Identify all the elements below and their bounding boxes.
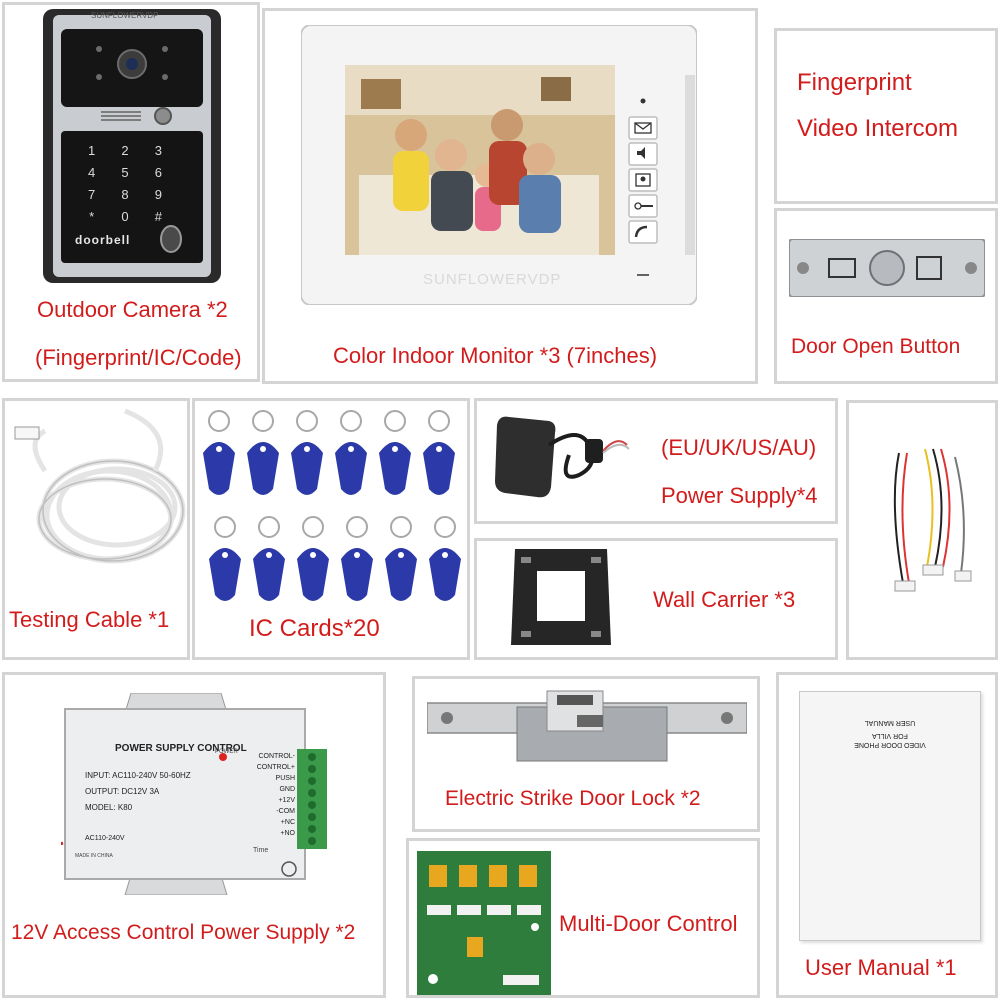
- keypad-key: #: [154, 209, 162, 224]
- terminal-label: +12V: [278, 797, 295, 804]
- keypad-key: 8: [121, 187, 129, 202]
- multi-door-label: Multi-Door Control: [559, 911, 738, 936]
- keypad-key: 6: [154, 165, 162, 180]
- keypad-key: 9: [154, 187, 162, 202]
- ic-cards-panel: IC Cards*20: [192, 398, 470, 660]
- terminal-label: -COM: [276, 808, 295, 815]
- manual-cover-line3: USER MANUAL: [864, 719, 916, 726]
- door-open-button-image: [789, 239, 985, 297]
- power-adapter-panel: (EU/UK/US/AU) Power Supply*4: [474, 398, 838, 524]
- ic-card-fob: [341, 516, 373, 601]
- outdoor-camera-image: [43, 9, 221, 283]
- ic-card-fob: [209, 516, 241, 601]
- keypad-key: 1: [88, 143, 96, 158]
- title-line1: Fingerprint: [797, 69, 912, 96]
- keypad-key: 4: [88, 165, 96, 180]
- indoor-monitor-label: Color Indoor Monitor *3 (7inches): [333, 343, 658, 368]
- ic-card-fob: [429, 516, 461, 601]
- user-manual-image: VIDEO DOOR PHONE FOR VILLA USER MANUAL: [799, 691, 981, 941]
- control-panel-title: POWER SUPPLY CONTROL: [115, 743, 247, 754]
- ic-card-fob: [253, 516, 285, 601]
- brand-label-top: SUNFLOWERVDP: [91, 11, 159, 20]
- outdoor-camera-label: Outdoor Camera *2: [37, 297, 228, 322]
- door-open-button-label: Door Open Button: [791, 335, 961, 358]
- indoor-monitor-image: [301, 25, 697, 305]
- ic-card-fob: [385, 516, 417, 601]
- keypad-logo: doorbell: [75, 233, 131, 247]
- outdoor-camera-panel: doorbell 1 2 3 4 5 6 7 8 9 * 0 # SUNFLOWERVDP Outdo…: [2, 2, 260, 382]
- ic-cards-image: [201, 405, 465, 605]
- ic-card-fob: [335, 410, 367, 495]
- wall-carrier-image: [507, 543, 615, 655]
- control-time-label: Time: [253, 847, 269, 854]
- keypad-key: 2: [121, 143, 129, 158]
- wall-carrier-label: Wall Carrier *3: [653, 587, 796, 612]
- monitor-brand: SUNFLOWERVDP: [423, 271, 562, 288]
- testing-cable-label: Testing Cable *1: [9, 607, 170, 632]
- control-output-spec: OUTPUT: DC12V 3A: [85, 787, 160, 796]
- wires-image: [879, 443, 979, 603]
- power-control-label: 12V Access Control Power Supply *2: [11, 921, 356, 944]
- control-model: MODEL: K80: [85, 803, 133, 812]
- strike-lock-image: [427, 685, 747, 765]
- keypad-key: 7: [88, 187, 96, 202]
- testing-cable-image: [5, 401, 187, 591]
- control-made-in: MADE IN CHINA: [75, 853, 113, 859]
- terminal-label: +NC: [280, 819, 295, 826]
- power-adapter-image: [489, 405, 639, 505]
- ic-card-fob: [423, 410, 455, 495]
- strike-lock-label: Electric Strike Door Lock *2: [445, 787, 701, 810]
- keypad-key: 3: [154, 143, 162, 158]
- keypad-key: 5: [121, 165, 129, 180]
- multi-door-board-image: [417, 851, 551, 995]
- terminal-label: PUSH: [275, 775, 295, 782]
- keypad-grid: 1 2 3 4 5 6 7 8 9 * 0 #: [75, 143, 175, 225]
- door-open-button-panel: Door Open Button: [774, 208, 998, 384]
- terminal-label: +NO: [280, 830, 295, 837]
- wall-carrier-panel: Wall Carrier *3: [474, 538, 838, 660]
- terminal-label: CONTROL+: [256, 764, 295, 771]
- power-control-panel: POWER SUPPLY CONTROL POWER INPUT: AC110-…: [2, 672, 386, 998]
- title-line2: Video Intercom: [797, 115, 958, 142]
- manual-cover-line2: FOR VILLA: [872, 732, 908, 739]
- power-adapter-label: Power Supply*4: [661, 483, 818, 508]
- control-power-led-label: POWER: [215, 749, 238, 755]
- ic-card-fob: [247, 410, 279, 495]
- terminal-label: GND: [279, 786, 295, 793]
- control-ac-label: AC110-240V: [85, 835, 125, 842]
- ic-cards-label: IC Cards*20: [249, 615, 380, 642]
- control-terminal-labels: CONTROL- CONTROL+ PUSH GND +12V -COM +NC +NO: [255, 751, 295, 847]
- manual-cover-line1: VIDEO DOOR PHONE: [854, 741, 926, 748]
- title-panel: Fingerprint Video Intercom: [774, 28, 998, 204]
- control-input-spec: INPUT: AC110-240V 50-60HZ: [85, 771, 191, 780]
- user-manual-label: User Manual *1: [805, 955, 957, 980]
- power-adapter-region: (EU/UK/US/AU): [661, 435, 817, 460]
- wires-panel: [846, 400, 998, 660]
- multi-door-panel: Multi-Door Control: [406, 838, 760, 998]
- ic-card-fob: [297, 516, 329, 601]
- power-control-image: [61, 693, 331, 895]
- indoor-monitor-panel: SUNFLOWERVDP Color Indoor Monitor *3 (7i…: [262, 8, 758, 384]
- keypad-key: 0: [121, 209, 129, 224]
- outdoor-camera-sublabel: (Fingerprint/IC/Code): [35, 345, 242, 370]
- testing-cable-panel: Testing Cable *1: [2, 398, 190, 660]
- keypad-key: *: [89, 209, 95, 224]
- strike-lock-panel: Electric Strike Door Lock *2: [412, 676, 760, 832]
- ic-card-fob: [291, 410, 323, 495]
- ic-card-fob: [203, 410, 235, 495]
- terminal-label: CONTROL-: [258, 753, 295, 760]
- ic-card-fob: [379, 410, 411, 495]
- user-manual-panel: VIDEO DOOR PHONE FOR VILLA USER MANUAL U…: [776, 672, 998, 998]
